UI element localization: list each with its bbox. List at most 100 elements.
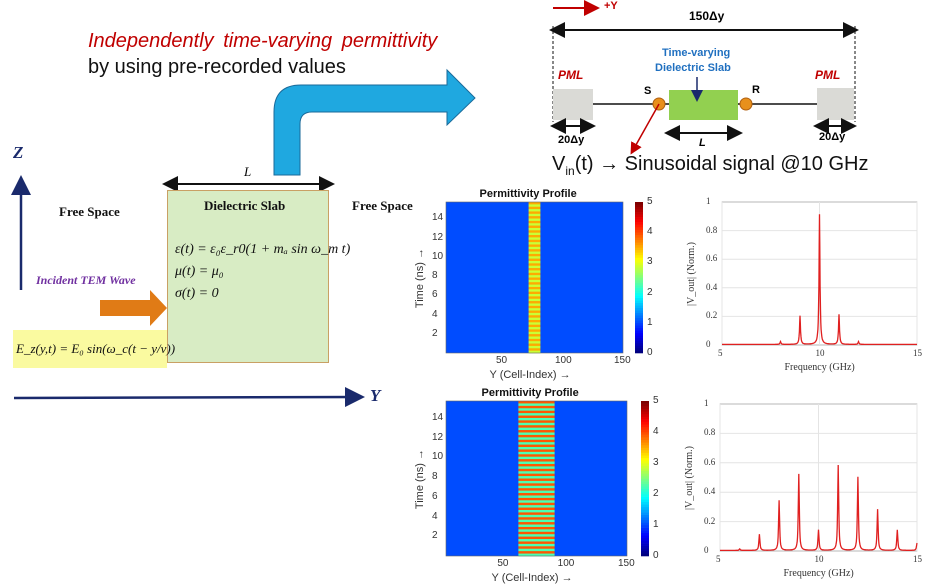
colorbar-segment [635, 232, 643, 236]
colorbar-segment [641, 553, 649, 557]
y-axis-label: |V_out| (Norm.) [684, 445, 695, 510]
colorbar-tick-label: 1 [653, 519, 659, 530]
heatmap-cell [528, 310, 541, 314]
y-tick-label: 2 [432, 327, 438, 339]
slab-length-label: L [699, 137, 706, 149]
colorbar-segment [635, 262, 643, 266]
slab-box [669, 90, 738, 120]
colorbar-segment [635, 295, 643, 298]
field-equation-box [13, 330, 167, 368]
y-tick-label: 10 [432, 451, 444, 463]
plot-frame [445, 201, 624, 354]
colorbar-segment [635, 267, 643, 271]
heatmap-cell [528, 286, 541, 290]
heatmap-cell [518, 493, 555, 496]
heatmap-cell [518, 478, 555, 482]
heatmap-cell [518, 490, 555, 494]
heatmap-cell [528, 296, 541, 300]
y-axis [13, 387, 365, 408]
colorbar-segment [641, 411, 649, 415]
pml-left-label: PML [558, 68, 584, 82]
heatmap-cell [518, 403, 555, 407]
heatmap-cell [518, 461, 555, 465]
heatmap-cell [528, 237, 541, 241]
colorbar-tick-label: 5 [647, 196, 653, 207]
colorbar-tick-label: 5 [653, 395, 659, 406]
colorbar-segment [641, 475, 649, 479]
colorbar-segment [635, 302, 643, 306]
x-tick-label: 50 [496, 355, 508, 366]
domain-length-label: 150Δy [689, 9, 725, 23]
heatmap-cell [528, 348, 541, 351]
x-tick-label: 10 [815, 348, 825, 358]
source-label: S [644, 85, 652, 97]
heatmap-cell [528, 277, 541, 281]
heatmap-cell [518, 410, 555, 414]
colorbar-segment [635, 204, 643, 208]
heatmap-cell [528, 260, 541, 264]
receiver-point [739, 97, 753, 111]
heatmap-cell [518, 427, 555, 431]
heatmap-cell [518, 471, 555, 474]
permeability-equation: μ(t) = μ₀ [175, 264, 224, 279]
colorbar-segment [635, 219, 643, 223]
colorbar-segment [641, 432, 649, 435]
heatmap-cell [518, 543, 555, 547]
heatmap-cell [518, 526, 555, 530]
colorbar-segment [641, 403, 649, 407]
heatmap-cell [528, 272, 541, 276]
y-tick-label: 4 [432, 510, 438, 522]
colorbar-segment [641, 519, 649, 523]
heatmap-cell [528, 249, 541, 252]
heatmap-cell [528, 268, 541, 271]
colorbar-segment [635, 214, 643, 218]
colorbar-segment [635, 350, 643, 354]
heatmap-cell [528, 284, 541, 288]
colorbar-segment [641, 486, 649, 490]
heatmap-cell [528, 209, 541, 212]
heatmap-cell [518, 483, 555, 487]
heatmap-cell [518, 466, 555, 470]
heatmap-cell [518, 459, 555, 462]
x-axis-label: Y (Cell-Index) → [491, 572, 573, 584]
colorbar-segment [635, 247, 643, 251]
y-tick-label: 0.2 [706, 310, 718, 321]
heatmap-cell [528, 246, 541, 250]
heatmap-cell [528, 305, 541, 309]
y-tick-label: 0 [706, 339, 711, 349]
heatmap-cell [528, 327, 541, 330]
colorbar-segment [635, 227, 643, 230]
free-space-right: Free Space [352, 198, 413, 213]
heatmap-cell [518, 531, 555, 535]
colorbar-segment [635, 335, 643, 339]
colorbar-segment [641, 548, 649, 552]
y-tick-label: 4 [432, 308, 438, 320]
heatmap-cell [528, 213, 541, 217]
heatmap-cell [528, 253, 541, 257]
colorbar-segment [641, 455, 649, 459]
x-tick-label: 150 [618, 558, 635, 569]
colorbar-segment [635, 345, 643, 349]
y-tick-label: 0.4 [704, 486, 716, 497]
colorbar-segment [635, 315, 643, 319]
pml-right-label: PML [815, 68, 841, 82]
colorbar-tick-label: 0 [653, 550, 659, 561]
colorbar-tick-label: 4 [653, 426, 659, 437]
x-tick-label: 10 [814, 554, 824, 564]
heatmap-cell [528, 223, 541, 226]
y-tick-label: 1 [704, 398, 709, 408]
heatmap-cell [528, 345, 541, 349]
incident-arrow-icon [100, 290, 167, 326]
colorbar-segment [635, 274, 643, 278]
colorbar-segment [641, 540, 649, 544]
colorbar-segment [635, 305, 643, 308]
colorbar-segment [641, 460, 649, 464]
heatmap-cell [518, 512, 555, 516]
pml-left-width: 20Δy [558, 134, 585, 146]
colorbar-segment [635, 280, 643, 283]
heatmap-cell [518, 451, 555, 455]
colorbar-segment [641, 416, 649, 420]
y-axis-label: Time (ns) → [414, 247, 426, 308]
